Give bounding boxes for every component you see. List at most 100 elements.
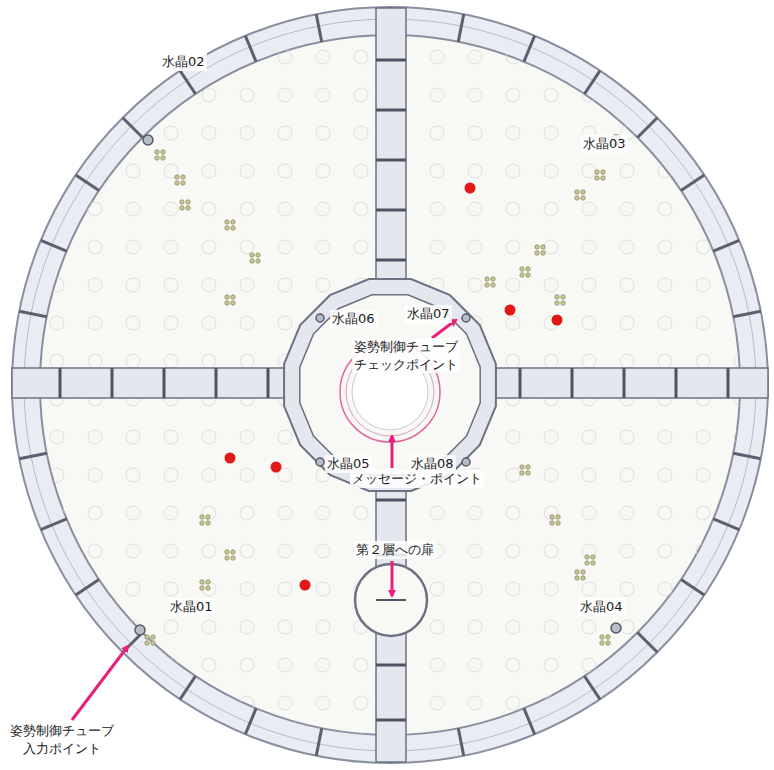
- door-label: 第２層への扉: [354, 541, 436, 559]
- plant-dot: [491, 283, 495, 287]
- wall-joint: [245, 708, 256, 734]
- plant-dot: [585, 555, 589, 559]
- wall-joint: [76, 579, 99, 595]
- plant-dot: [181, 181, 185, 185]
- plant-dot: [581, 570, 585, 574]
- plant-dot: [186, 206, 190, 210]
- wall-joint: [180, 71, 196, 94]
- plant-dot: [520, 273, 524, 277]
- plant-dot: [256, 253, 260, 257]
- hub-floor: [300, 295, 480, 475]
- plant-dot: [600, 641, 604, 645]
- plant-dot: [206, 515, 210, 519]
- wall-joint: [180, 676, 196, 699]
- wall-joint: [713, 519, 739, 530]
- plant-dot: [526, 471, 530, 475]
- wall-joint: [637, 118, 657, 138]
- plant-dot: [555, 295, 559, 299]
- corridor-joint: [376, 209, 406, 212]
- plant-dot: [600, 635, 604, 639]
- crystal-label: 水晶03: [581, 135, 628, 153]
- wall-segments: [12, 7, 768, 763]
- plant-dot: [200, 521, 204, 525]
- crystal-label: 水晶02: [160, 53, 207, 71]
- plant-dot: [575, 576, 579, 580]
- wall-joint: [524, 708, 535, 734]
- wall-joint: [584, 71, 600, 94]
- plant-dot: [161, 156, 165, 160]
- plant-dot: [200, 580, 204, 584]
- crystal-label: 水晶06: [330, 310, 377, 328]
- plant-dot: [206, 586, 210, 590]
- wall-joint: [41, 519, 67, 530]
- plant-dot: [181, 175, 185, 179]
- hub-wall: [284, 279, 496, 491]
- plant-dot: [225, 301, 229, 305]
- plant-dot: [556, 515, 560, 519]
- plant-dot: [526, 267, 530, 271]
- crystal-label: 水晶07: [405, 305, 452, 323]
- wall-joint: [41, 240, 67, 251]
- corridor-joint: [727, 368, 730, 398]
- plant-dot: [555, 301, 559, 305]
- plant-dot: [575, 190, 579, 194]
- plant-dot: [520, 267, 524, 271]
- wall-joint: [458, 14, 463, 41]
- wall-joint: [316, 14, 321, 41]
- plant-dot: [595, 176, 599, 180]
- message-point-label: メッセージ・ポイント: [350, 470, 484, 488]
- plant-dot: [151, 635, 155, 639]
- plant-dot: [561, 301, 565, 305]
- door: [376, 599, 406, 601]
- plant-dot: [175, 181, 179, 185]
- corridor-joint: [376, 159, 406, 162]
- plant-dot: [145, 635, 149, 639]
- wall-joint: [245, 36, 256, 62]
- corridor-joint: [111, 368, 114, 398]
- corridor-joint: [163, 368, 166, 398]
- plant-dot: [155, 156, 159, 160]
- plant-dot: [250, 259, 254, 263]
- plant-dot: [535, 251, 539, 255]
- plant-dot: [186, 200, 190, 204]
- plant-dot: [231, 295, 235, 299]
- plant-dot: [145, 641, 149, 645]
- plant-dot: [200, 586, 204, 590]
- plant-dot: [581, 190, 585, 194]
- corridor-joint: [215, 368, 218, 398]
- plant-dot: [526, 273, 530, 277]
- crystal-label: 水晶01: [168, 598, 215, 616]
- plant-dot: [155, 150, 159, 154]
- wall-joint: [123, 118, 143, 138]
- plant-dot: [175, 175, 179, 179]
- callout-arrows: [72, 320, 456, 720]
- outer-wall: [12, 7, 768, 763]
- plant-dot: [520, 471, 524, 475]
- plant-dot: [535, 245, 539, 249]
- plant-dot: [485, 283, 489, 287]
- plant-dot: [151, 641, 155, 645]
- plant-dot: [231, 301, 235, 305]
- plant-dot: [556, 521, 560, 525]
- red-markers: [225, 183, 563, 591]
- corridor-joint: [376, 59, 406, 62]
- corridor-joint: [675, 368, 678, 398]
- wall-joint: [733, 453, 760, 458]
- wall-joint: [458, 728, 463, 755]
- plant-dot: [520, 465, 524, 469]
- corridor-joint: [571, 368, 574, 398]
- plant-dot: [206, 580, 210, 584]
- plant-dot: [581, 576, 585, 580]
- corridor-joints: [60, 60, 728, 720]
- corridor-joint: [376, 664, 406, 667]
- crystal-markers: [135, 135, 621, 635]
- plant-dot: [180, 200, 184, 204]
- wall-joint: [637, 632, 657, 652]
- plant-dot: [591, 561, 595, 565]
- wall-joint: [733, 311, 760, 316]
- plant-dot: [591, 555, 595, 559]
- plant-dot: [575, 570, 579, 574]
- plant-dot: [606, 635, 610, 639]
